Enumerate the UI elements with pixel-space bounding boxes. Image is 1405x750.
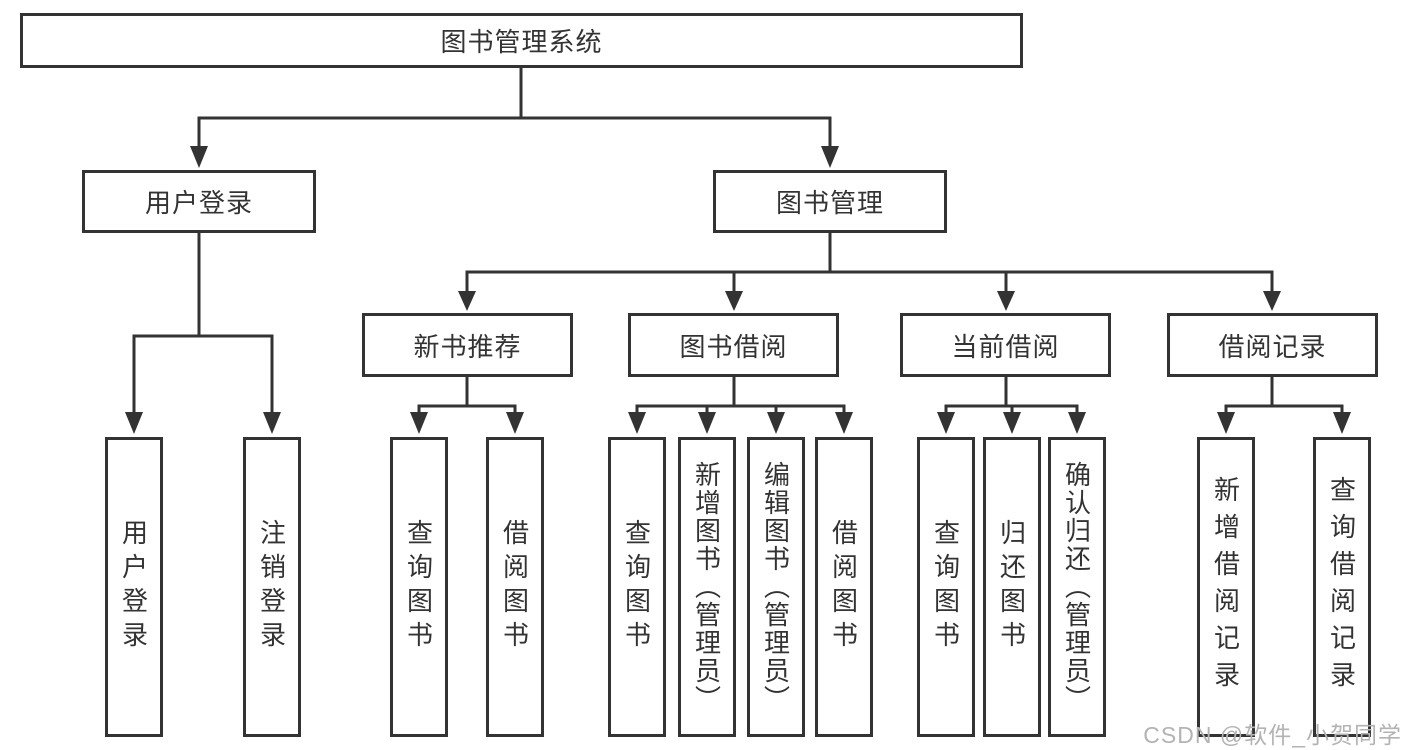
node-root: 图书管理系统: [20, 13, 1023, 68]
arrowhead: [725, 291, 743, 311]
leaf-cb-confirm-return-admin-label: 确认归还（管理员）: [1061, 461, 1092, 713]
node-user-login: 用户登录: [82, 170, 316, 233]
node-book-borrowing: 图书借阅: [628, 313, 839, 377]
node-borrowing-records: 借阅记录: [1167, 313, 1378, 377]
node-user-login-label: 用户登录: [144, 188, 253, 218]
leaf-logout: 注销登录: [243, 437, 301, 737]
node-new-book-recommend: 新书推荐: [362, 313, 573, 377]
connector-borrow-rail: [635, 404, 846, 412]
arrowhead: [767, 412, 785, 434]
arrowhead: [698, 412, 716, 434]
leaf-logout-label: 注销登录: [256, 519, 287, 655]
leaf-bb-borrow-book-label: 借阅图书: [828, 519, 859, 655]
arrowhead: [628, 412, 646, 434]
node-borrowing-records-label: 借阅记录: [1218, 331, 1327, 362]
node-new-book-recommend-label: 新书推荐: [413, 331, 522, 362]
node-current-borrowing-label: 当前借阅: [951, 331, 1060, 362]
leaf-bb-query-book: 查询图书: [608, 437, 666, 737]
arrowhead: [263, 412, 281, 434]
node-root-label: 图书管理系统: [440, 27, 603, 57]
leaf-br-add-record-label: 新增借阅记录: [1210, 476, 1241, 698]
connector-login-rail: [132, 334, 274, 412]
arrowhead: [125, 412, 143, 434]
arrowhead: [410, 412, 428, 434]
arrowhead: [458, 291, 476, 311]
arrowhead: [997, 291, 1015, 311]
connector-newbooks-rail: [417, 404, 517, 412]
leaf-nb-borrow-book: 借阅图书: [486, 437, 544, 737]
leaf-br-query-record-label: 查询借阅记录: [1326, 476, 1357, 698]
arrowhead: [190, 146, 208, 168]
node-book-borrowing-label: 图书借阅: [679, 331, 788, 362]
leaf-user-login-label: 用户登录: [118, 519, 149, 655]
leaf-br-query-record: 查询借阅记录: [1313, 437, 1371, 737]
connector-records-rail: [1224, 404, 1344, 412]
node-book-management: 图书管理: [713, 170, 947, 233]
arrowhead: [1263, 291, 1281, 311]
arrowhead: [1003, 412, 1021, 434]
leaf-user-login: 用户登录: [105, 437, 163, 737]
leaf-cb-return-book-label: 归还图书: [996, 519, 1027, 655]
leaf-bb-query-book-label: 查询图书: [621, 519, 652, 655]
leaf-nb-borrow-book-label: 借阅图书: [499, 519, 530, 655]
arrowhead: [506, 412, 524, 434]
leaf-cb-query-book-label: 查询图书: [930, 519, 961, 655]
leaf-bb-add-book-admin: 新增图书（管理员）: [678, 437, 736, 737]
leaf-nb-query-book: 查询图书: [390, 437, 448, 737]
leaf-cb-query-book: 查询图书: [917, 437, 975, 737]
arrowhead: [835, 412, 853, 434]
leaf-bb-borrow-book: 借阅图书: [815, 437, 873, 737]
node-book-management-label: 图书管理: [775, 188, 884, 218]
node-current-borrowing: 当前借阅: [900, 313, 1111, 377]
connector-level3-rail: [465, 270, 1274, 291]
arrowhead: [937, 412, 955, 434]
arrowhead: [1217, 412, 1235, 434]
leaf-bb-edit-book-admin: 编辑图书（管理员）: [747, 437, 805, 737]
leaf-br-add-record: 新增借阅记录: [1197, 437, 1255, 737]
leaf-bb-add-book-admin-label: 新增图书（管理员）: [691, 461, 722, 713]
arrowhead: [1068, 412, 1086, 434]
connector-level2-rail: [197, 116, 832, 146]
arrowhead: [821, 146, 839, 168]
arrowhead: [1333, 412, 1351, 434]
csdn-watermark: CSDN @软件_小贺同学: [1143, 722, 1402, 748]
leaf-cb-confirm-return-admin: 确认归还（管理员）: [1048, 437, 1106, 737]
leaf-nb-query-book-label: 查询图书: [403, 519, 434, 655]
leaf-bb-edit-book-admin-label: 编辑图书（管理员）: [760, 461, 791, 713]
leaf-cb-return-book: 归还图书: [983, 437, 1041, 737]
